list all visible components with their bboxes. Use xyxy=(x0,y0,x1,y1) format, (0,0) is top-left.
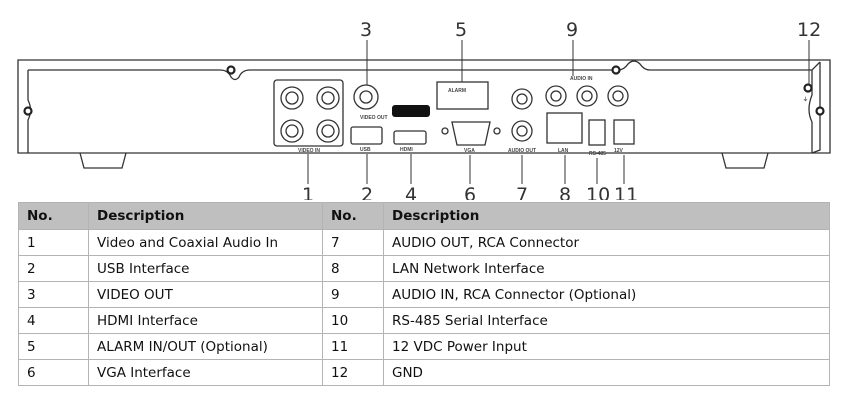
hdmi-label: HDMI xyxy=(400,147,413,153)
callout-11: 11 xyxy=(614,184,638,200)
audio-in-label: AUDIO IN xyxy=(570,76,593,82)
header-no: No. xyxy=(18,202,89,230)
power-jack-icon xyxy=(613,119,635,145)
row-number: 7 xyxy=(322,229,384,256)
row-number: 6 xyxy=(18,359,89,386)
row-description: VIDEO OUT xyxy=(88,281,323,308)
gnd-screw-icon xyxy=(803,83,813,93)
callout-5: 5 xyxy=(455,19,467,41)
usb-label: USB xyxy=(360,147,371,153)
rear-panel-diagram: ⏚ VIDEO IN VIDEO OUT ALARM HDMI USB VGA … xyxy=(17,19,831,200)
lan-label: LAN xyxy=(558,148,569,154)
video-out-label: VIDEO OUT xyxy=(360,115,388,121)
row-number: 12 xyxy=(322,359,384,386)
bnc-connector-icon xyxy=(316,86,340,110)
row-description: GND xyxy=(383,359,830,386)
bnc-connector-icon xyxy=(316,119,340,143)
power-label: 12V xyxy=(614,148,624,154)
gnd-symbol-icon: ⏚ xyxy=(803,96,808,103)
row-description: AUDIO IN, RCA Connector (Optional) xyxy=(383,281,830,308)
row-number: 8 xyxy=(322,255,384,282)
callout-12: 12 xyxy=(797,19,821,41)
row-description: VGA Interface xyxy=(88,359,323,386)
table-header-row: No. Description No. Description xyxy=(18,202,830,230)
alarm-terminal-icon xyxy=(436,81,489,110)
chassis-foot-left xyxy=(79,152,127,169)
video-in-label: VIDEO IN xyxy=(298,148,320,154)
row-description: HDMI Interface xyxy=(88,307,323,334)
screw-icon xyxy=(226,65,236,75)
chassis-foot-right xyxy=(721,152,769,169)
vga-label: VGA xyxy=(464,148,475,154)
audio-out-label: AUDIO OUT xyxy=(508,148,536,154)
header-no: No. xyxy=(322,202,384,230)
row-number: 1 xyxy=(18,229,89,256)
header-description: Description xyxy=(88,202,323,230)
video-in-panel xyxy=(273,79,344,147)
audio-out-rca-icon xyxy=(511,88,533,142)
row-number: 9 xyxy=(322,281,384,308)
callout-1: 1 xyxy=(302,184,314,200)
row-number: 4 xyxy=(18,307,89,334)
chassis-outline xyxy=(17,59,831,154)
callout-7: 7 xyxy=(516,184,528,200)
audio-in-rca-icon xyxy=(545,85,629,107)
vga-port-icon xyxy=(441,121,501,146)
hdmi-logo xyxy=(392,105,430,117)
callout-3: 3 xyxy=(360,19,372,41)
row-description: Video and Coaxial Audio In xyxy=(88,229,323,256)
usb-port-icon xyxy=(350,126,383,145)
screw-icon xyxy=(815,106,825,116)
callout-8: 8 xyxy=(559,184,571,200)
callout-10: 10 xyxy=(586,184,610,200)
rs485-label: RS-485 xyxy=(589,151,606,157)
lan-port-icon xyxy=(546,112,583,144)
screw-icon xyxy=(611,65,621,75)
rs485-terminal-icon xyxy=(588,119,606,146)
callout-4: 4 xyxy=(405,184,417,200)
bnc-connector-icon xyxy=(280,119,304,143)
header-description: Description xyxy=(383,202,830,230)
row-description: AUDIO OUT, RCA Connector xyxy=(383,229,830,256)
row-description: LAN Network Interface xyxy=(383,255,830,282)
row-description: ALARM IN/OUT (Optional) xyxy=(88,333,323,360)
row-number: 2 xyxy=(18,255,89,282)
callout-9: 9 xyxy=(566,19,578,41)
alarm-label: ALARM xyxy=(448,88,466,94)
row-description: RS-485 Serial Interface xyxy=(383,307,830,334)
row-description: 12 VDC Power Input xyxy=(383,333,830,360)
row-number: 3 xyxy=(18,281,89,308)
callout-6: 6 xyxy=(464,184,476,200)
row-number: 10 xyxy=(322,307,384,334)
hdmi-port-icon xyxy=(393,130,427,145)
row-number: 5 xyxy=(18,333,89,360)
row-number: 11 xyxy=(322,333,384,360)
screw-icon xyxy=(23,106,33,116)
video-out-bnc-icon xyxy=(353,84,379,110)
bnc-connector-icon xyxy=(280,86,304,110)
callout-2: 2 xyxy=(361,184,373,200)
row-description: USB Interface xyxy=(88,255,323,282)
